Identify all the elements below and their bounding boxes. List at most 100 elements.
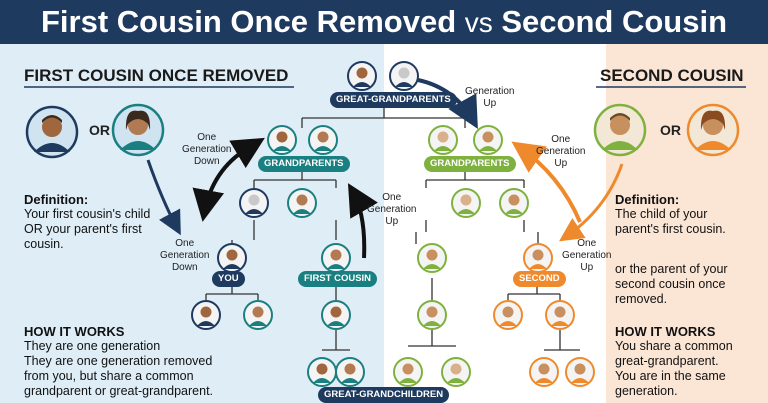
arrow-label-line: Down (171, 262, 198, 273)
arrow-label-line: Up (483, 98, 497, 109)
avatar (593, 103, 647, 157)
right-how-it-works: HOW IT WORKS You share a common great-gr… (615, 324, 733, 399)
arrow-label-line: Generation (562, 250, 612, 261)
one-generation-up-arrow-right-top (511, 141, 582, 223)
second-label: SECOND (513, 271, 566, 287)
arrow-label-line: Generation (160, 250, 210, 261)
arrow-label-line: One (197, 132, 217, 143)
arrow-label-line: One (577, 238, 597, 249)
tree-person-avatar (393, 357, 423, 387)
title-bar: First Cousin Once Removed vs Second Cous… (0, 0, 768, 44)
left-definition: Definition: Your first cousin's child OR… (24, 192, 150, 252)
arrow-label-line: One (551, 134, 571, 145)
how-line: They are one generation (24, 339, 161, 353)
tree-person-avatar (321, 300, 351, 330)
tree-person-avatar (493, 300, 523, 330)
tree-person-avatar (565, 357, 595, 387)
one-generation-up-arrow-mid (347, 183, 378, 259)
you-label: YOU (212, 271, 245, 287)
tree-person-avatar (239, 188, 269, 218)
tree-person-avatar (389, 61, 419, 91)
left-heading: FIRST COUSIN ONCE REMOVED (24, 66, 289, 85)
tree-person-avatar (417, 243, 447, 273)
definition-title: Definition: (24, 192, 89, 207)
how-line: from you, but share a common (24, 369, 194, 383)
tree-person-avatar (217, 243, 247, 273)
right-definition: Definition: The child of your parent's f… (615, 192, 726, 237)
great-grandchildren-label: GREAT-GRANDCHILDREN (318, 387, 450, 403)
arrow-label-line: Up (385, 216, 399, 227)
arrow-label-line: Generation (536, 146, 586, 157)
definition-line: cousin. (24, 237, 64, 251)
arrow-head-up (229, 137, 265, 169)
definition-line: second cousin once (615, 277, 726, 291)
how-line: great-grandparent. (615, 354, 719, 368)
tree-person-avatar (321, 243, 351, 273)
tree-person-avatar (335, 357, 365, 387)
how-it-works-title: HOW IT WORKS (615, 324, 716, 339)
title-part-2: Second Cousin (501, 4, 728, 39)
right-definition-extra: or the parent of your second cousin once… (615, 262, 728, 307)
tree-person-avatar (523, 243, 553, 273)
left-how-it-works: HOW IT WORKS They are one generation The… (24, 324, 213, 399)
tree-person-avatar (307, 357, 337, 387)
tree-person-avatar (451, 188, 481, 218)
great-grandparents-label: GREAT-GRANDPARENTS (330, 92, 457, 108)
arrow-label-line: One (382, 192, 402, 203)
tree-person-avatar (529, 357, 559, 387)
avatar (686, 103, 740, 157)
tree-person-avatar (191, 300, 221, 330)
tree-person-avatar (499, 188, 529, 218)
how-line: generation. (615, 384, 678, 398)
arrow-label-line: Up (580, 262, 594, 273)
tree-connectors (205, 108, 580, 351)
one-generation-down-arrow-left (146, 159, 181, 236)
tree-person-avatar (308, 125, 338, 155)
definition-title: Definition: (615, 192, 680, 207)
definition-line: Your first cousin's child (24, 207, 151, 221)
page-title: First Cousin Once Removed vs Second Cous… (0, 4, 768, 41)
grandparents-right-label: GRANDPARENTS (424, 156, 516, 172)
one-generation-up-arrow-right-bottom (559, 163, 624, 242)
arrow-label-line: Generation (465, 86, 515, 97)
how-line: They are one generation removed (24, 354, 213, 368)
arrow-label-line: Down (193, 156, 220, 167)
tree-person-avatar (428, 125, 458, 155)
title-vs: vs (464, 7, 493, 38)
tree-person-avatar (545, 300, 575, 330)
tree-person-avatar (267, 125, 297, 155)
right-heading: SECOND COUSIN (600, 66, 744, 85)
tree-person-avatar (417, 300, 447, 330)
tree-person-avatar (243, 300, 273, 330)
arrow-label-line: Generation (182, 144, 232, 155)
avatar (111, 103, 165, 157)
right-or: OR (660, 122, 681, 138)
avatar (25, 105, 79, 159)
left-panel-background (0, 44, 384, 403)
left-or: OR (89, 122, 110, 138)
definition-line: removed. (615, 292, 668, 306)
grandparents-left-label: GRANDPARENTS (258, 156, 350, 172)
arrow-label-line: Up (554, 158, 568, 169)
how-line: grandparent or great-grandparent. (24, 384, 214, 398)
definition-line: parent's first cousin. (615, 222, 726, 236)
right-panel-background (606, 44, 768, 403)
title-part-1: First Cousin Once Removed (40, 4, 457, 39)
arrow-label-line: Generation (367, 204, 417, 215)
tree-avatars (191, 61, 595, 387)
arrow-label-line: One (175, 238, 195, 249)
how-line: You share a common (615, 339, 733, 353)
first-cousin-label: FIRST COUSIN (298, 271, 378, 287)
definition-line: OR your parent's first (24, 222, 142, 236)
how-line: You are in the same (615, 369, 726, 383)
tree-person-avatar (441, 357, 471, 387)
definition-line: The child of your (615, 207, 708, 221)
